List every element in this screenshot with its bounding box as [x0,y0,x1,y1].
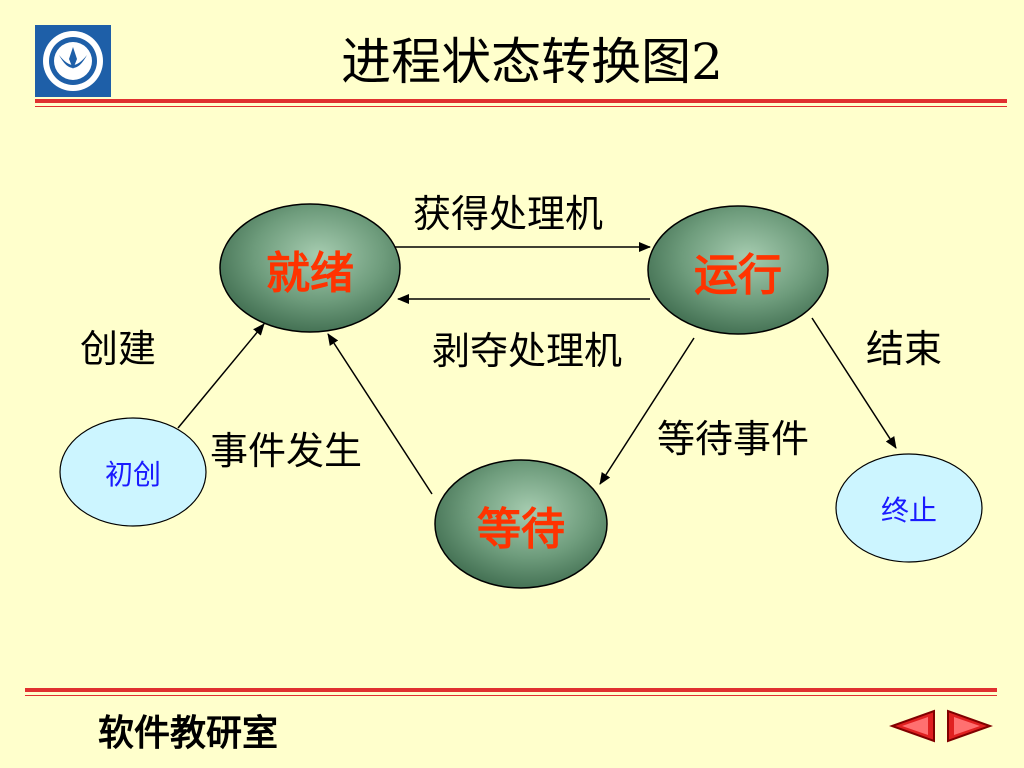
label-dispatch: 获得处理机 [413,192,604,236]
label-create: 创建 [80,327,157,371]
arrow-wait-event [599,337,695,485]
state-waiting-label: 等待 [477,504,565,555]
arrow-right-icon[interactable] [944,708,994,744]
state-initial-label: 初创 [105,458,161,491]
state-ready-node [219,203,401,333]
footer-label: 软件教研室 [98,712,279,754]
state-ready-label: 就绪 [266,248,354,299]
state-terminated-node [835,453,983,563]
label-event-occurs: 事件发生 [210,429,363,473]
footer-divider [25,688,997,692]
arrow-event-occurs [327,333,433,495]
state-running-node [647,205,829,335]
title-divider [35,99,1007,103]
university-logo [35,25,111,97]
state-running-label: 运行 [694,250,782,301]
state-initial-node [59,417,207,527]
arrow-left-icon[interactable] [888,708,938,744]
label-preempt: 剥夺处理机 [432,329,623,373]
footer-divider-thin [25,695,997,696]
state-waiting-node [434,459,608,589]
state-terminated-label: 终止 [881,494,937,527]
page-title: 进程状态转换图2 [341,33,723,91]
arrow-create [177,323,265,429]
label-wait-event: 等待事件 [657,417,810,461]
arrow-finish [811,317,897,449]
title-divider-thin [35,106,1007,107]
label-finish: 结束 [866,327,943,371]
